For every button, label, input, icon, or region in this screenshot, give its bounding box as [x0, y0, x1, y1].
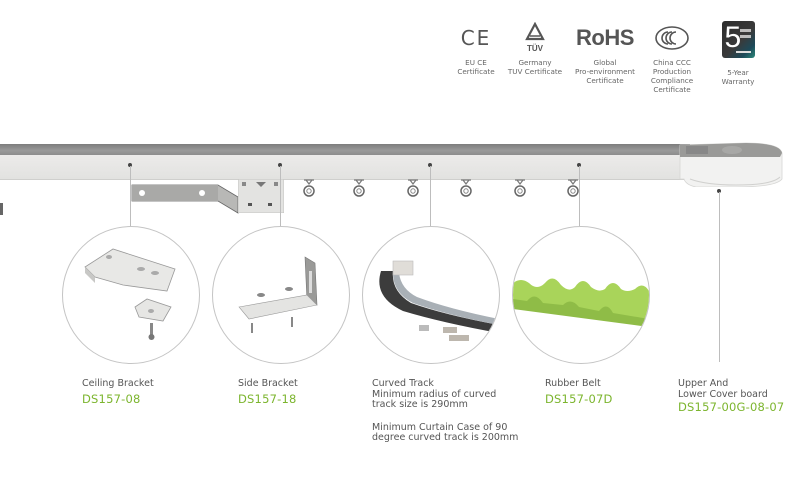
part-label-rubber-belt: Rubber Belt DS157-07D — [545, 378, 613, 406]
rubber-belt-icon — [513, 278, 649, 327]
rail-top-channel — [0, 144, 690, 155]
glider-hook-icon — [514, 179, 526, 197]
callout-dot — [278, 163, 282, 167]
ceiling-bracket-mount-icon — [131, 184, 239, 214]
part-name: Ceiling Bracket — [82, 378, 154, 389]
part-name: Side Bracket — [238, 378, 298, 389]
part-code: DS157-07D — [545, 391, 613, 406]
part-code: DS157-00G-08-07 — [678, 400, 785, 414]
certificate-ce: CE EU CE Certificate — [452, 18, 500, 76]
ccc-mark-icon — [655, 26, 689, 50]
certificate-tuv: TÜV Germany TUV Certificate — [502, 18, 568, 76]
part-name: Rubber Belt — [545, 378, 601, 389]
glider-hook-icon — [303, 179, 315, 197]
callout-dot — [128, 163, 132, 167]
part-note: degree curved track is 200mm — [372, 432, 519, 443]
callout-dot — [717, 189, 721, 193]
side-bracket-mount-icon — [238, 179, 284, 213]
certificate-caption: Global Pro-environment Certificate — [575, 58, 635, 85]
certificate-caption: EU CE Certificate — [457, 58, 495, 76]
detail-circle-rubber-belt — [512, 226, 650, 364]
rail-body — [0, 155, 690, 180]
part-label-side-bracket: Side Bracket DS157-18 — [238, 378, 298, 406]
callout-dot — [428, 163, 432, 167]
certificate-caption: Germany TUV Certificate — [507, 58, 563, 76]
certificate-warranty: 5 5-Year Warranty — [714, 20, 762, 86]
detail-circle-side-bracket — [212, 226, 350, 364]
curved-track-icon — [379, 260, 499, 341]
svg-text:TÜV: TÜV — [527, 44, 544, 53]
part-note: track size is 290mm — [372, 399, 468, 410]
ceiling-bracket-icon — [84, 248, 176, 340]
rail-end-cap — [0, 203, 3, 215]
tuv-triangle-icon: TÜV — [525, 22, 545, 53]
certificate-caption: 5-Year Warranty — [721, 68, 755, 86]
detail-circle-curved-track — [362, 226, 500, 364]
five-year-warranty-icon: 5 — [721, 21, 755, 58]
glider-hook-icon — [460, 179, 472, 197]
callout-dot — [577, 163, 581, 167]
certificate-rohs: RoHS Global Pro-environment Certificate — [570, 18, 640, 86]
detail-circle-ceiling-bracket — [62, 226, 200, 364]
part-label-curved-track: Curved Track Minimum radius of curved tr… — [372, 378, 519, 444]
glider-hook-icon — [407, 179, 419, 197]
certificate-ccc: China CCC Production Compliance Certific… — [645, 18, 699, 94]
part-label-cover-board: Upper And Lower Cover board DS157-00G-08… — [678, 378, 785, 414]
part-name-line2: Lower Cover board — [678, 388, 768, 400]
callout-line — [280, 166, 281, 226]
glider-hook-icon — [353, 179, 365, 197]
part-label-ceiling-bracket: Ceiling Bracket DS157-08 — [82, 378, 154, 406]
part-note: Minimum Curtain Case of 90 — [372, 421, 508, 433]
callout-line — [130, 166, 131, 226]
part-code: DS157-18 — [238, 391, 297, 406]
certificate-caption: China CCC Production Compliance Certific… — [650, 58, 694, 94]
part-code: DS157-08 — [82, 391, 141, 406]
callout-line — [430, 166, 431, 226]
side-bracket-icon — [238, 256, 318, 333]
glider-hook-icon — [567, 179, 579, 197]
part-note: Minimum radius of curved — [372, 388, 497, 400]
part-name: Curved Track — [372, 378, 434, 389]
ce-mark-icon: CE — [460, 26, 492, 50]
callout-line — [579, 166, 580, 226]
part-name: Upper And — [678, 378, 729, 389]
callout-line — [719, 192, 720, 362]
motor-cover-icon — [679, 142, 783, 187]
rohs-icon: RoHS — [576, 25, 634, 50]
